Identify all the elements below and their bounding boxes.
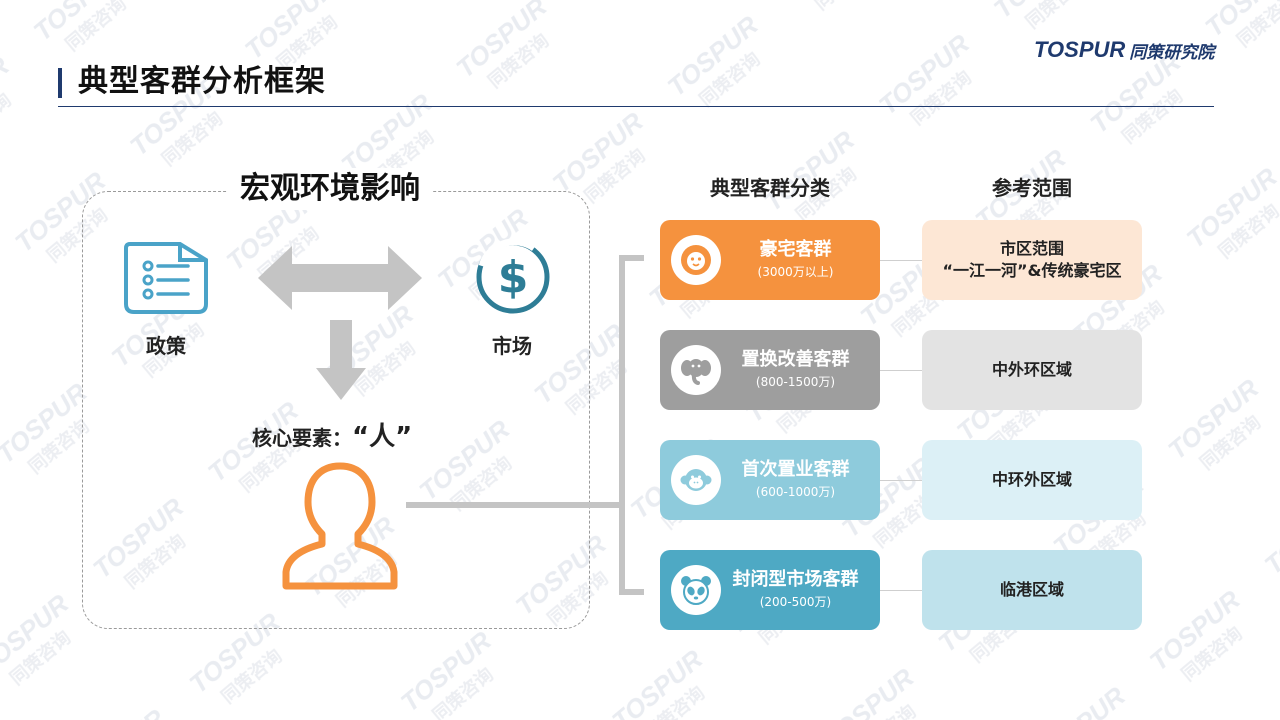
group-name: 首次置业客群 (741, 459, 850, 480)
reference-line-1: 临港区域 (999, 580, 1064, 599)
reference-column-header: 参考范围 (992, 176, 1072, 200)
core-element-prefix: 核心要素： (252, 426, 352, 450)
person-icon (282, 462, 398, 590)
core-element-value: “人” (352, 422, 413, 452)
reference-range-card: 中外环区域 (922, 330, 1142, 410)
group-price-range: (200-500万) (759, 595, 832, 609)
logo-text-cn: 同策研究院 (1129, 42, 1215, 63)
group-name: 置换改善客群 (741, 349, 850, 370)
reference-range-card: 临港区域 (922, 550, 1142, 630)
group-price-range: (3000万以上) (757, 265, 834, 279)
reference-range-card: 市区范围 “一江一河”&传统豪宅区 (922, 220, 1142, 300)
down-arrow-icon (316, 320, 366, 400)
card-link-line (880, 480, 924, 481)
policy-label: 政策 (146, 334, 186, 358)
policy-document-icon (124, 242, 208, 314)
customer-group-card-upgrade: 置换改善客群 (800-1500万) (660, 330, 880, 410)
group-name: 封闭型市场客群 (732, 569, 859, 590)
group-name: 豪宅客群 (759, 239, 832, 260)
elephant-icon (671, 345, 721, 395)
group-price-range: (600-1000万) (755, 485, 836, 499)
lion-icon (671, 235, 721, 285)
customer-group-card-closed-market: 封闭型市场客群 (200-500万) (660, 550, 880, 630)
card-link-line (880, 590, 924, 591)
customer-group-card-luxury: 豪宅客群 (3000万以上) (660, 220, 880, 300)
panda-icon (671, 565, 721, 615)
reference-line-2: “一江一河”&传统豪宅区 (942, 261, 1122, 280)
reference-range-card: 中环外区域 (922, 440, 1142, 520)
reference-line-1: 中环外区域 (991, 470, 1072, 489)
svg-text:$: $ (498, 252, 529, 303)
card-link-line (880, 370, 924, 371)
page-title: 典型客群分析框架 (78, 64, 326, 99)
customer-group-card-first-home: 首次置业客群 (600-1000万) (660, 440, 880, 520)
group-price-range: (800-1500万) (755, 375, 836, 389)
company-logo: TOSPUR 同策研究院 (1034, 36, 1214, 64)
reference-line-1: 中外环区域 (991, 360, 1072, 379)
card-link-line (880, 260, 924, 261)
reference-line-1: 市区范围 (999, 239, 1064, 258)
header-divider (58, 106, 1214, 107)
connector-bracket (406, 255, 644, 595)
logo-text-en: TOSPUR (1034, 37, 1126, 62)
title-accent-bar (58, 68, 62, 98)
monkey-icon (671, 455, 721, 505)
double-arrow-icon (258, 246, 422, 310)
market-dollar-icon: $ (476, 238, 550, 314)
groups-column-header: 典型客群分类 (710, 176, 830, 200)
core-element-label: 核心要素：“人” (252, 422, 412, 453)
market-label: 市场 (492, 334, 532, 358)
environment-title: 宏观环境影响 (228, 168, 432, 210)
